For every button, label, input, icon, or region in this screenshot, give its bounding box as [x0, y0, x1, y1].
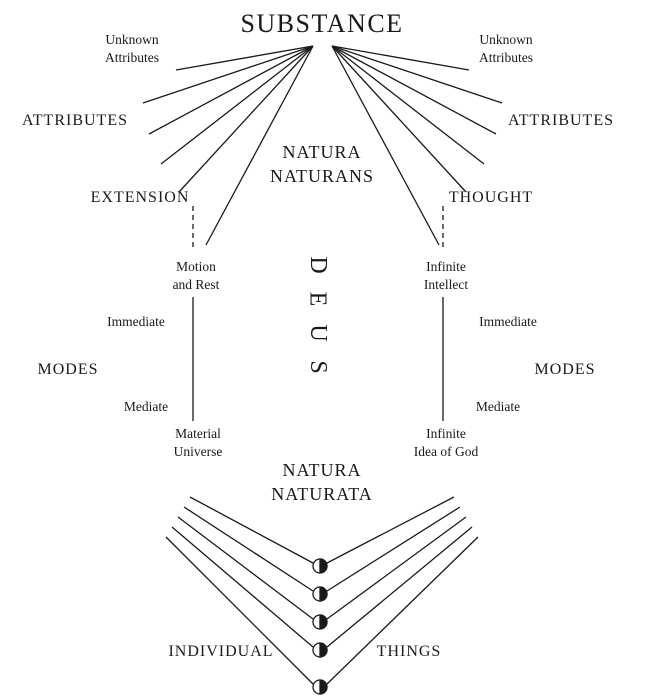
extension-label: EXTENSION — [90, 189, 190, 206]
attributes-right-label: ATTRIBUTES — [508, 112, 614, 129]
half-filled-circle — [312, 614, 328, 630]
deus-letter-d: D — [305, 256, 331, 274]
bottom-right-bundle — [326, 496, 479, 685]
natura-naturata-label: NATURA NATURATA — [271, 460, 373, 505]
modes-right-label: MODES — [534, 361, 596, 378]
bottom-left-bundle — [165, 496, 314, 685]
individual-label: INDIVIDUAL — [168, 643, 274, 660]
half-filled-circle — [312, 642, 328, 658]
motion-and-rest-label: Motion and Rest — [172, 259, 220, 293]
immediate-left-label: Immediate — [107, 314, 165, 329]
immediate-right-label: Immediate — [479, 314, 537, 329]
half-filled-circle — [312, 558, 328, 574]
deus-letter-s: S — [304, 360, 331, 374]
mode-lines — [192, 297, 444, 421]
modes-left-label: MODES — [37, 361, 99, 378]
half-filled-circle — [312, 679, 328, 695]
unknown-attributes-right-label: Unknown Attributes — [479, 32, 533, 66]
mediate-left-label: Mediate — [123, 399, 169, 414]
natura-naturans-label: NATURA NATURANS — [269, 142, 375, 187]
infinite-intellect-label: Infinite Intellect — [423, 259, 469, 293]
infinite-idea-of-god-label: Infinite Idea of God — [413, 426, 479, 460]
left-fan-lines — [142, 45, 314, 246]
mediate-right-label: Mediate — [475, 399, 521, 414]
deus-label: D E U S — [305, 248, 331, 384]
right-fan-lines — [331, 45, 503, 246]
material-universe-label: Material Universe — [173, 426, 223, 460]
substance-label: SUBSTANCE — [240, 9, 404, 38]
attributes-left-label: ATTRIBUTES — [22, 112, 128, 129]
unknown-attributes-left-label: Unknown Attributes — [105, 32, 159, 66]
individual-things-circles — [312, 558, 328, 695]
things-label: THINGS — [376, 643, 442, 660]
deus-letter-e: E — [304, 291, 331, 307]
half-filled-circle — [312, 586, 328, 602]
dashed-connectors — [192, 206, 444, 249]
deus-letter-u: U — [305, 324, 331, 342]
thought-label: THOUGHT — [448, 189, 534, 206]
